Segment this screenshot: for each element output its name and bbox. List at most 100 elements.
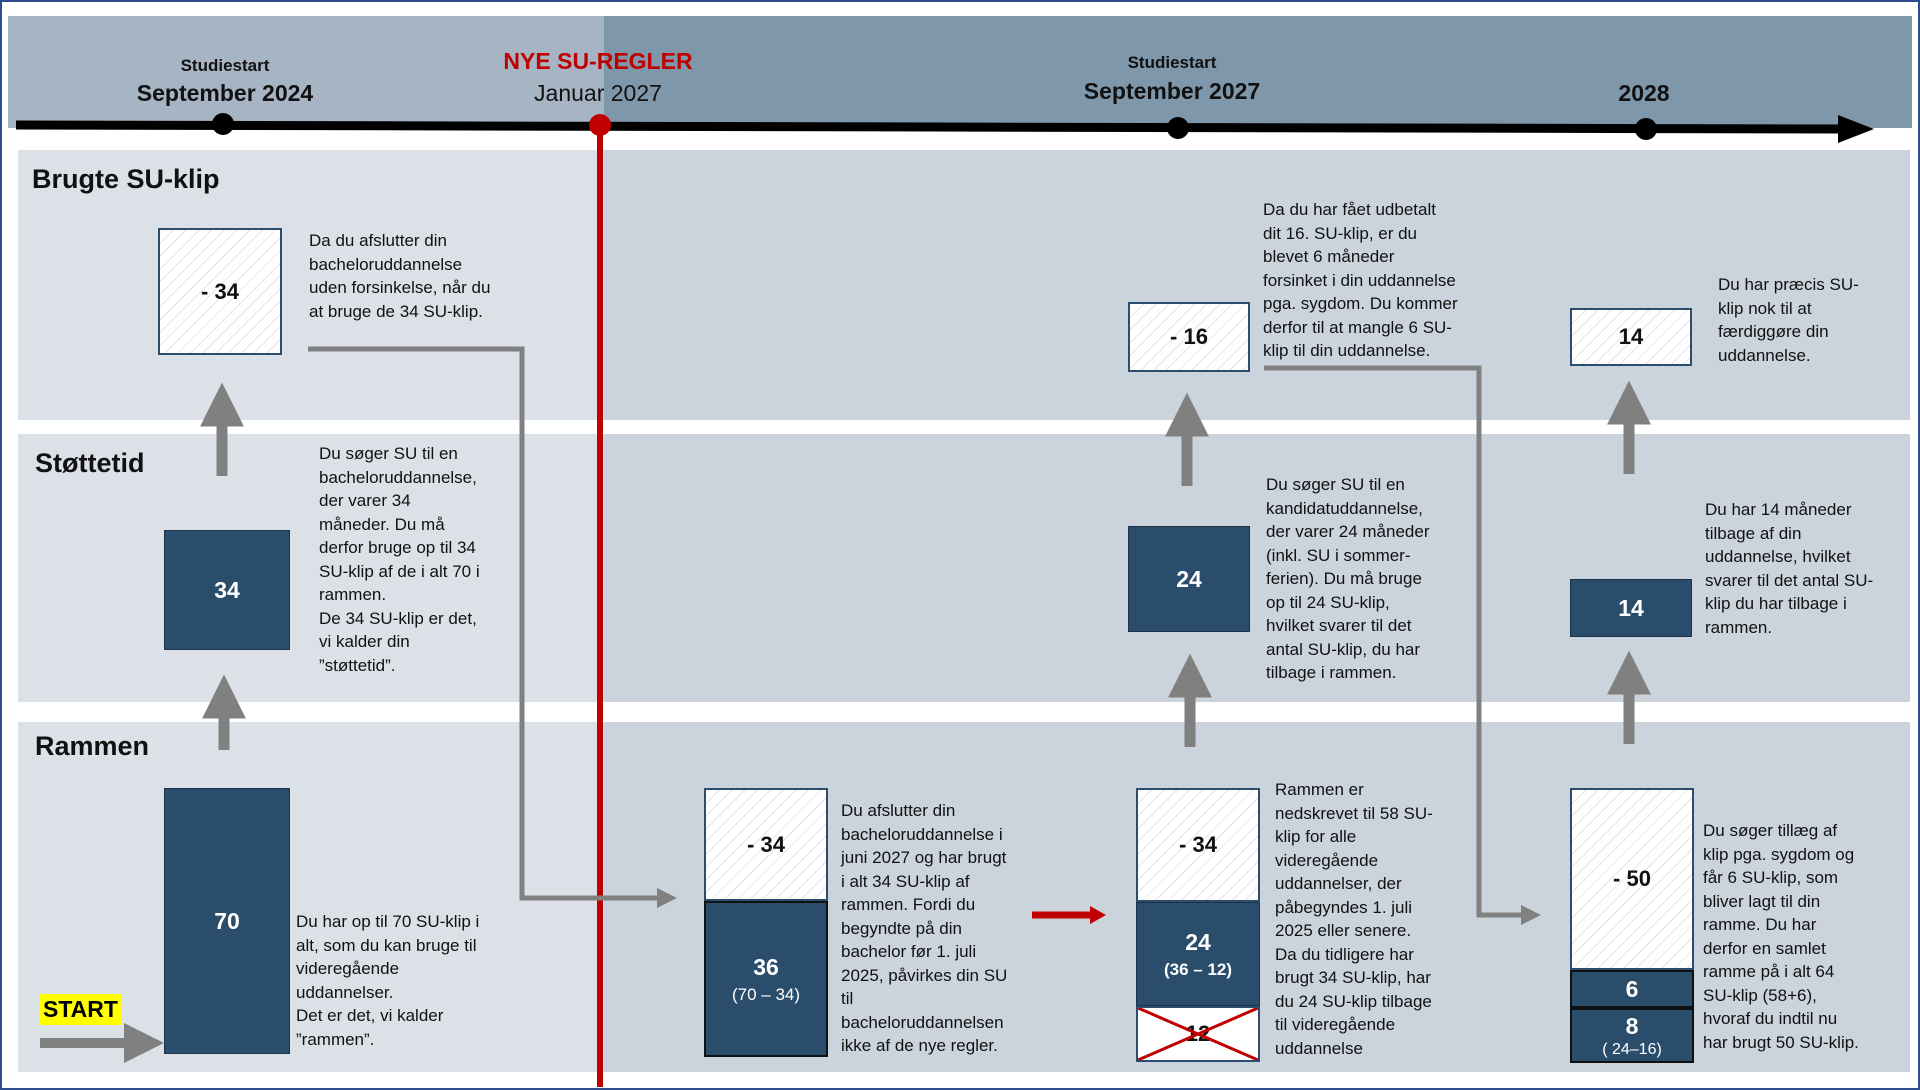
note-line: derfor bruge op til 34 (319, 538, 476, 557)
col2-remaining-value: 36 (753, 953, 779, 980)
col4-remaining-sub: ( 24–16) (1602, 1040, 1662, 1058)
col4-brugte-note: Du har præcis SU- klip nok til at færdig… (1718, 273, 1859, 367)
flow-arrow-col3-to-col4 (1264, 365, 1542, 925)
note-line: du 24 SU-klip tilbage (1275, 991, 1432, 1011)
note-line: brugt 34 SU-klip, har (1275, 968, 1431, 987)
note-line: ikke af de nye regler. (841, 1036, 998, 1055)
note-line: uddannelse (1275, 1038, 1363, 1058)
col4-rammen-note: Du søger tillæg af klip pga. sygdom og f… (1703, 819, 1859, 1054)
milestone-2-top: NYE SU-REGLER (503, 48, 693, 74)
note-line: Da du afslutter din (309, 231, 447, 250)
note-line: uddannelser, der (1275, 874, 1402, 893)
note-line: nedskrevet til 58 SU- (1275, 803, 1433, 823)
lane-stotte-before (18, 434, 604, 702)
col4-used-box: - 50 (1570, 788, 1694, 970)
note-line: Rammen er (1275, 780, 1364, 799)
note-line: hvoraf du indtil nu (1703, 1009, 1838, 1028)
col2-used-value: - 34 (747, 831, 785, 857)
col4-added-box: 6 (1570, 970, 1694, 1008)
col2-remaining-box: 36 (70 – 34) (704, 901, 828, 1057)
note-line: antal SU-klip, du har (1266, 639, 1421, 659)
col2-note: Du afslutter din bacheloruddannelse i ju… (841, 799, 1007, 1058)
col3-crossed-box: 12 (1136, 1006, 1260, 1062)
note-line: Du afslutter din (841, 801, 956, 820)
col1-stotte-value: 34 (214, 576, 240, 603)
note-line: De 34 SU-klip er det, (319, 608, 477, 628)
note-line: Du søger SU til en (319, 444, 458, 463)
note-line: hvilket svarer til det (1266, 616, 1412, 635)
header-band-after (604, 16, 1912, 128)
milestone-2-label: Januar 2027 (534, 80, 662, 106)
note-line: bacheloruddannelsen (841, 1012, 1004, 1032)
note-line: rammen. (1705, 617, 1773, 637)
note-line: Du søger SU til en (1266, 475, 1405, 494)
note-line: klip nok til at (1718, 298, 1812, 318)
milestone-dot-4 (1635, 118, 1657, 140)
col3-rammen-note: Rammen er nedskrevet til 58 SU- klip for… (1275, 778, 1433, 1060)
milestone-1-top: Studiestart (180, 56, 270, 75)
note-line: i alt 34 SU-klip af (841, 871, 970, 891)
note-line: blevet 6 måneder (1263, 247, 1395, 266)
note-line: tilbage i rammen. (1266, 663, 1397, 682)
col3-brugte-note: Da du har fået udbetalt dit 16. SU-klip,… (1263, 198, 1458, 363)
note-line: klip for alle (1275, 827, 1357, 846)
note-line: ramme på i alt 64 (1703, 962, 1835, 981)
note-line: Da du tidligere har (1275, 944, 1414, 964)
cross-mark-icon (1138, 1008, 1258, 1060)
milestone-4-label: 2028 (1618, 80, 1670, 106)
note-line: (inkl. SU i sommer- (1266, 545, 1411, 565)
col3-used-box: - 34 (1136, 788, 1260, 902)
note-line: får 6 SU-klip, som (1703, 868, 1839, 887)
note-line: Da du har fået udbetalt (1263, 200, 1436, 219)
note-line: juni 2027 og har brugt (841, 848, 1007, 867)
note-line: Du søger tillæg af (1703, 821, 1838, 840)
note-line: ”støttetid”. (319, 655, 396, 675)
col1-rammen-box: 70 (164, 788, 290, 1054)
col1-rammen-note: Du har op til 70 SU-klip i alt, som du k… (296, 910, 479, 1051)
col3-stotte-note: Du søger SU til en kandidatuddannelse, d… (1266, 473, 1429, 685)
col4-added-value: 6 (1625, 975, 1639, 1002)
col2-used-box: - 34 (704, 788, 828, 901)
note-line: SU-klip af de i alt 70 i (319, 561, 480, 581)
note-line: færdiggøre din (1718, 322, 1829, 341)
note-line: Du har 14 måneder (1705, 500, 1852, 519)
lane-brugte-after (604, 150, 1910, 420)
note-line: bliver lagt til din (1703, 891, 1821, 911)
col1-brugte-note: Da du afslutter din bacheloruddannelse u… (309, 229, 490, 323)
col1-brugte-box: - 34 (158, 228, 282, 355)
col4-used-value: - 50 (1613, 866, 1651, 891)
lane-title-stotte: Støttetid (35, 448, 145, 478)
note-line: svarer til det antal SU- (1705, 570, 1874, 590)
col4-stotte-value: 14 (1618, 594, 1644, 621)
note-line: Du har op til 70 SU-klip i (296, 912, 480, 931)
note-line: ”rammen”. (296, 1029, 375, 1049)
milestone-dot-3 (1167, 117, 1189, 139)
note-line: derfor til at mangle 6 SU- (1263, 317, 1452, 337)
note-line: rammen. (319, 585, 387, 604)
note-line: klip du har tilbage i (1705, 594, 1847, 613)
note-line: klip til din uddannelse. (1263, 341, 1431, 360)
milestone-dot-1 (212, 113, 234, 135)
note-line: uddannelser. (296, 982, 394, 1002)
col4-remaining-box: 8 ( 24–16) (1570, 1008, 1694, 1063)
note-line: bacheloruddannelse (309, 254, 463, 274)
note-line: videregående (1275, 850, 1379, 870)
note-line: til (841, 989, 854, 1008)
col3-brugte-box: - 16 (1128, 302, 1250, 372)
col4-brugte-box: 14 (1570, 308, 1692, 366)
col4-stotte-box: 14 (1570, 579, 1692, 637)
note-line: uddannelse. (1718, 345, 1811, 365)
note-line: bachelor før 1. juli (841, 942, 977, 961)
lane-title-rammen: Rammen (35, 731, 150, 761)
note-line: klip pga. sygdom og (1703, 844, 1855, 864)
note-line: Du har præcis SU- (1718, 275, 1859, 294)
col3-remaining-value: 24 (1185, 928, 1211, 955)
note-line: 2025 eller senere. (1275, 921, 1412, 940)
note-line: påbegyndes 1. juli (1275, 897, 1413, 917)
header-band-before (8, 16, 604, 128)
col3-remaining-sub: (36 – 12) (1163, 959, 1233, 979)
note-line: at bruge de 34 SU-klip. (309, 301, 483, 321)
note-line: uddannelse, hvilket (1705, 547, 1851, 566)
note-line: dit 16. SU-klip, er du (1263, 223, 1418, 243)
note-line: videregående (296, 959, 400, 978)
